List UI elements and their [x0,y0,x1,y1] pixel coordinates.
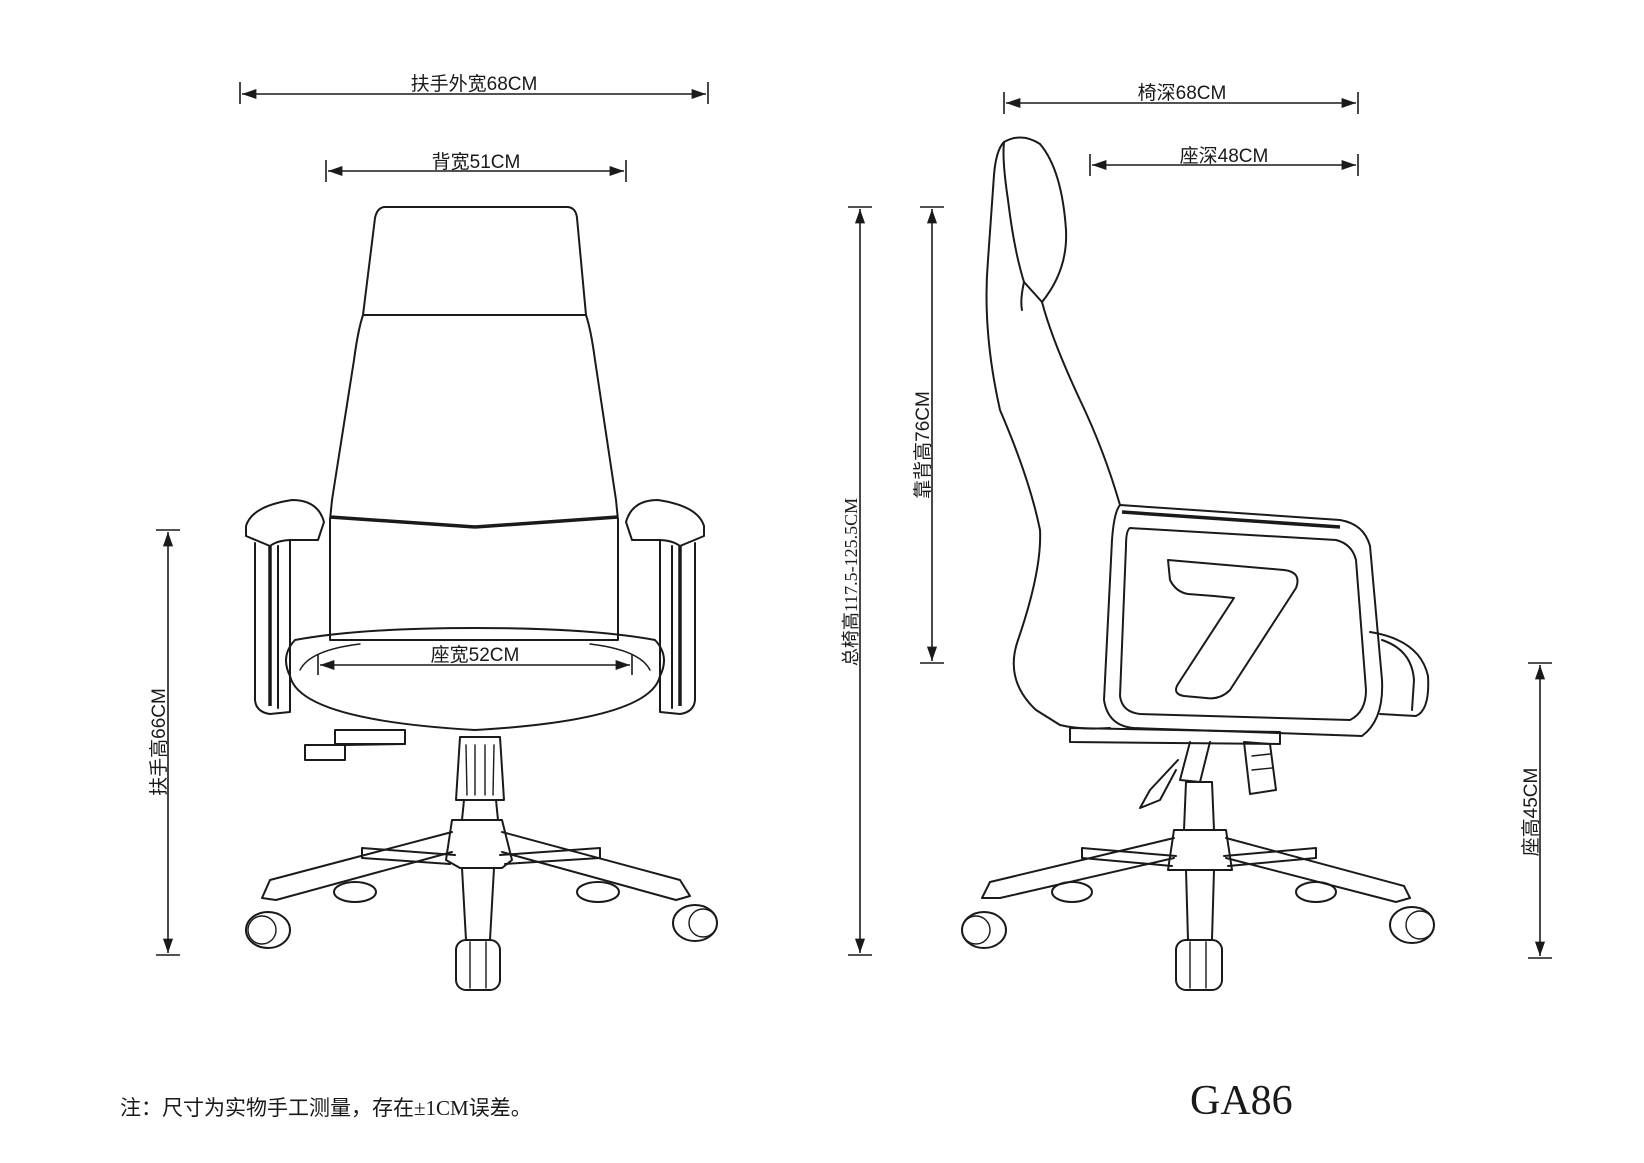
footnote: 注：尺寸为实物手工测量，存在±1CM误差。 [120,1096,532,1120]
dim-back-width: 背宽51CM [325,151,627,182]
label-seat-depth: 座深48CM [1180,145,1269,167]
side-view-chair [961,136,1435,991]
label-total-height: 总椅高117.5-125.5CM [841,498,861,666]
front-view-chair [245,206,718,991]
label-seat-width: 座宽52CM [431,644,520,666]
label-chair-depth: 椅深68CM [1138,82,1227,104]
dim-seat-height: 座高45CM [1520,662,1552,959]
label-back-height: 靠背高76CM [912,391,934,499]
label-back-width: 背宽51CM [432,151,521,173]
dim-total-height: 总椅高117.5-125.5CM [841,206,872,956]
model-code: GA86 [1190,1078,1293,1124]
dim-back-height: 靠背高76CM [912,206,944,664]
label-seat-height: 座高45CM [1520,768,1542,857]
dim-armrest-outer-width: 扶手外宽68CM [239,73,709,104]
dim-seat-depth: 座深48CM [1089,145,1359,176]
label-armrest-height: 扶手高66CM [148,688,170,796]
dim-chair-depth: 椅深68CM [1003,82,1359,114]
label-armrest-outer-width: 扶手外宽68CM [411,73,538,95]
dim-armrest-height: 扶手高66CM [148,529,180,956]
dim-seat-width: 座宽52CM [317,644,633,675]
